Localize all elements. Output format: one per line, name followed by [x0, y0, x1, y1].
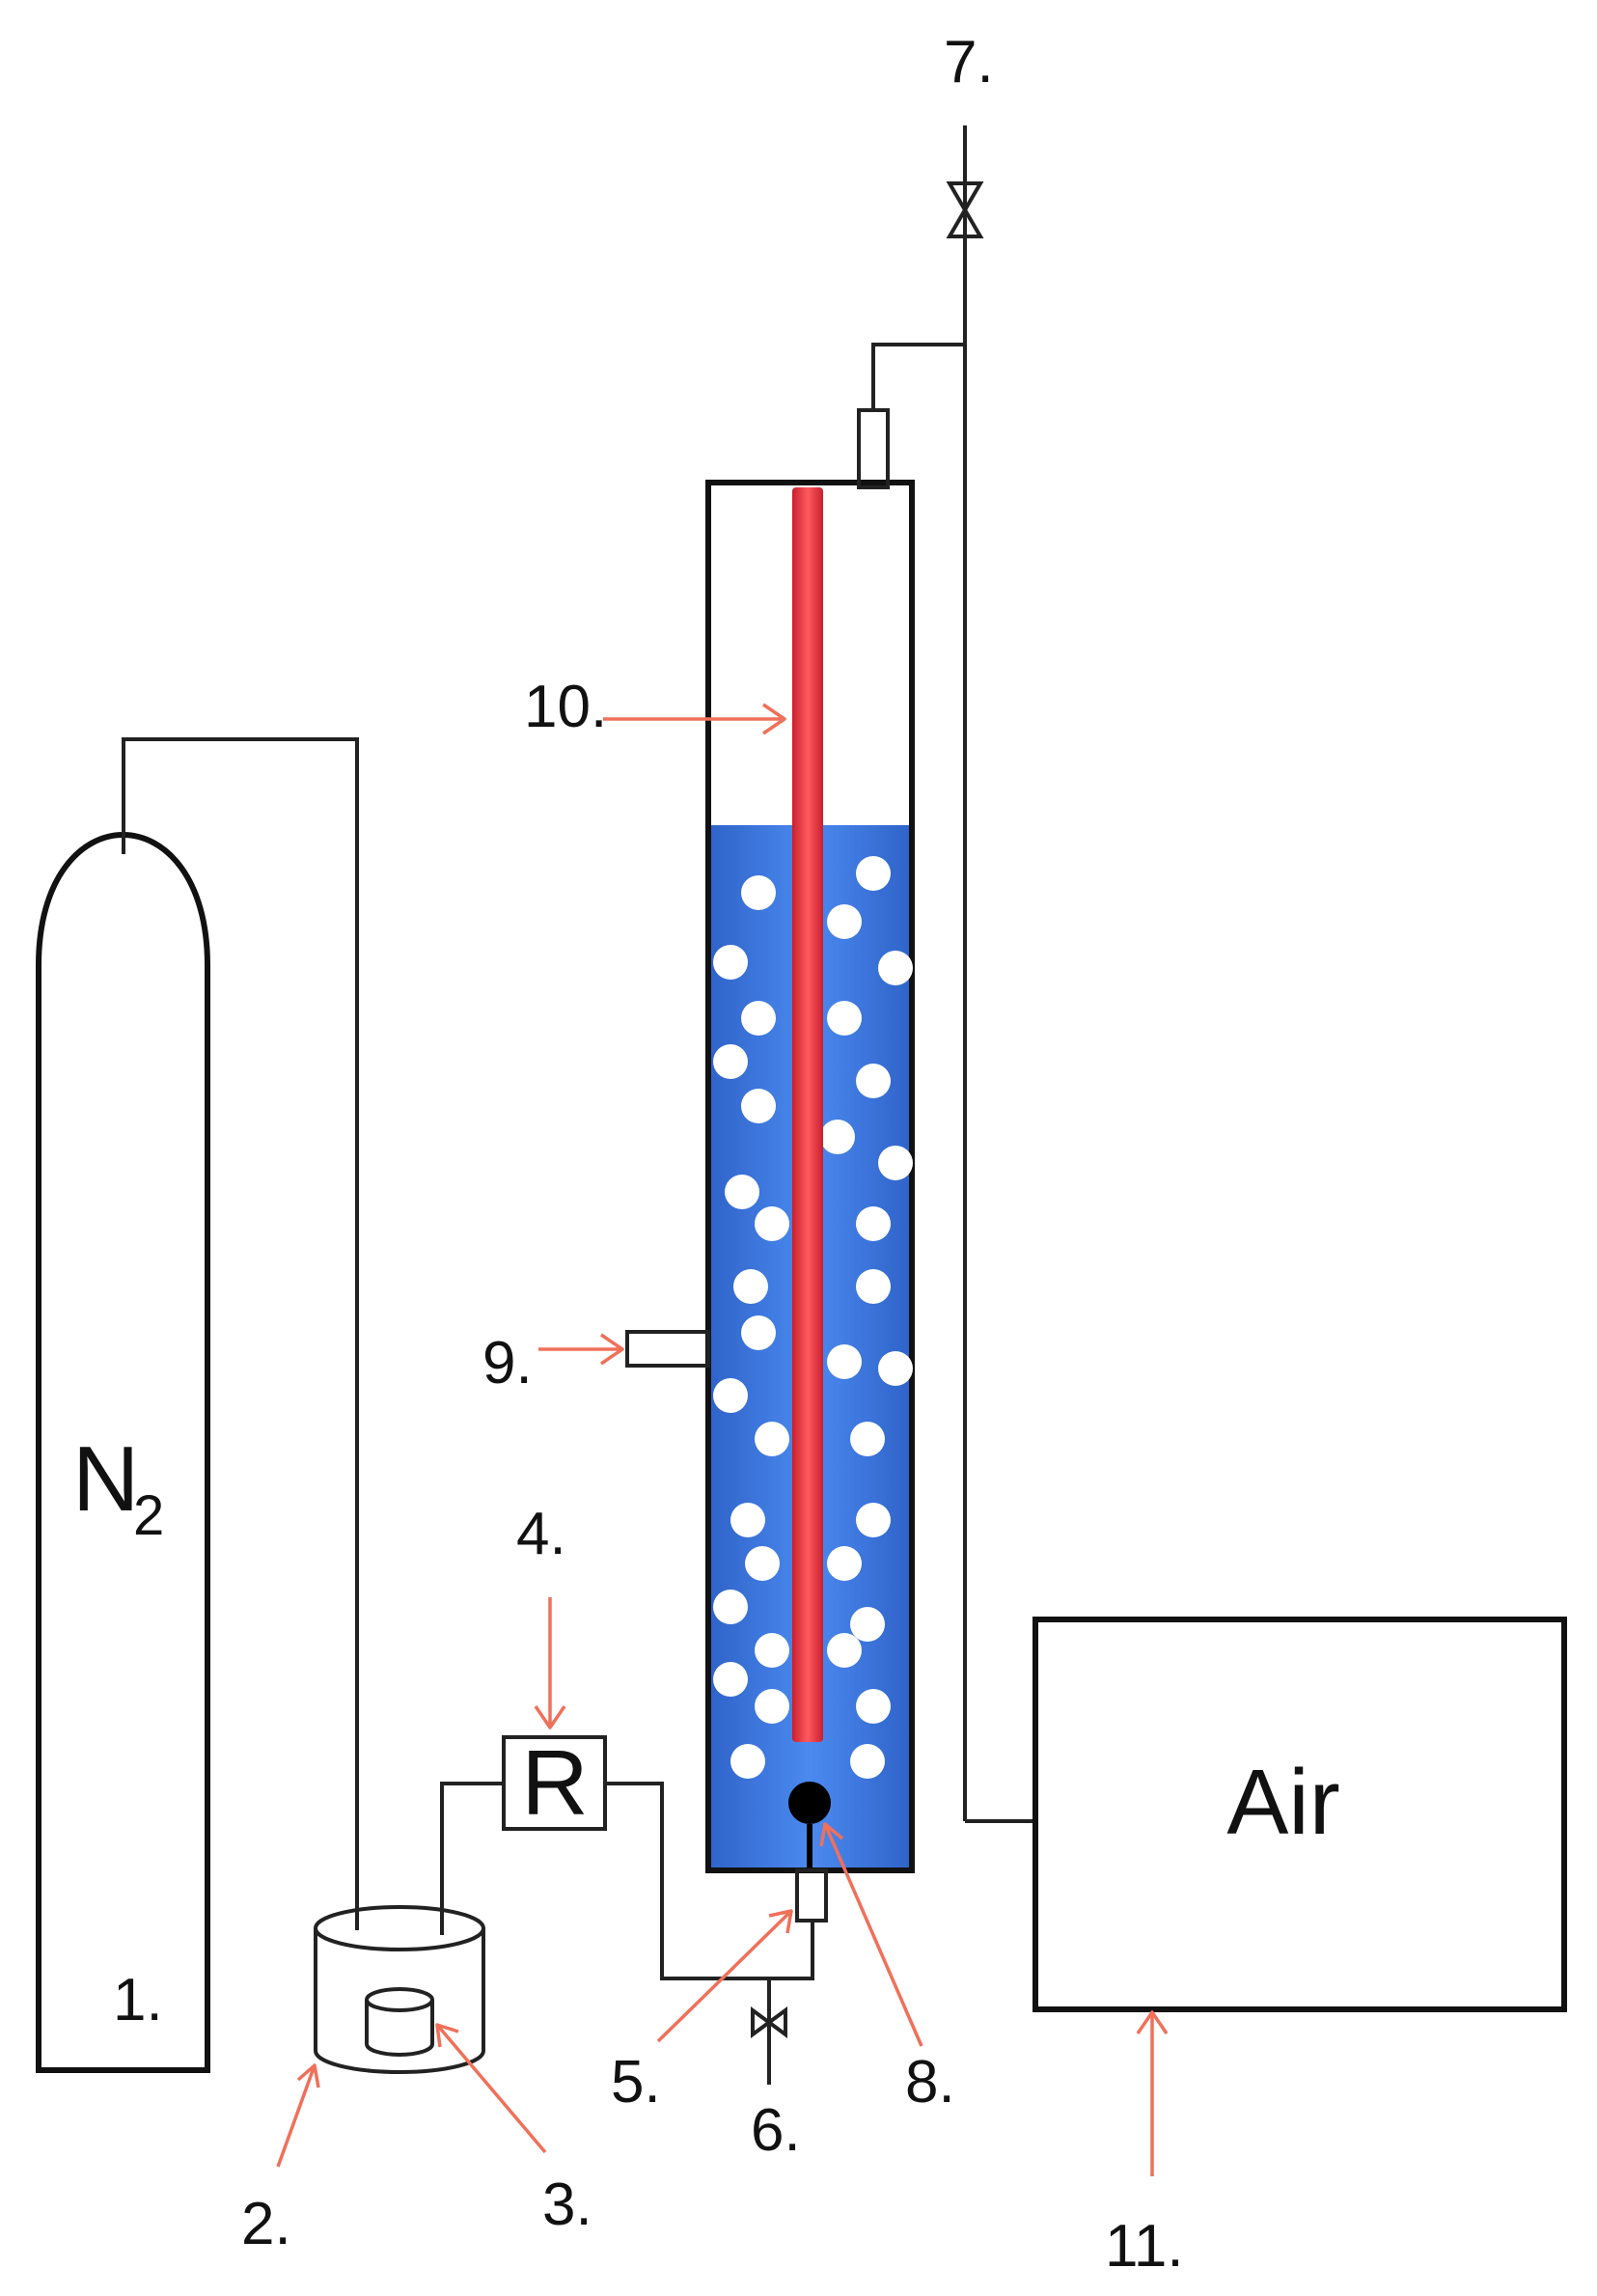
gas-bubble [713, 1662, 748, 1697]
heater-rod [792, 487, 823, 1742]
gas-bubble [856, 1269, 891, 1304]
gas-bubble [730, 1503, 765, 1537]
cylinder-formula: N [72, 1427, 139, 1531]
gas-bubble [755, 1633, 789, 1668]
label-arrows [276, 703, 1169, 2176]
humidifier-outlet-line [440, 1782, 504, 1935]
gas-bubble [850, 1607, 885, 1642]
gas-bubble [741, 1089, 776, 1123]
gas-bubble [741, 1001, 776, 1036]
gas-bubble [856, 1503, 891, 1537]
gas-bubble [713, 945, 748, 980]
label-1: 1. [113, 1967, 163, 2033]
rotameter: R [502, 1731, 607, 1835]
gas-bubble [741, 875, 776, 910]
nitrogen-cylinder: N 2 [36, 832, 210, 2073]
gas-bubble [755, 1206, 789, 1241]
gas-bubble [733, 1269, 768, 1304]
gas-bubble [827, 904, 862, 939]
label-7: 7. [944, 29, 994, 96]
cylinder-outlet-line [122, 737, 359, 1930]
gas-bubble [755, 1422, 789, 1456]
gas-bubble [713, 1590, 748, 1624]
label-11: 11. [1105, 2213, 1184, 2280]
vent-valve [946, 181, 984, 238]
gas-bubble [878, 951, 913, 985]
gas-bubble [745, 1546, 780, 1581]
label-10: 10. [524, 674, 607, 740]
inner-vessel [365, 1987, 434, 2057]
gas-bubble [713, 1044, 748, 1079]
humidifier-bath [314, 1905, 485, 2074]
callout-labels: 1. 2. 3. 4. 5. 6. 7. 8. 9. 10. 11. [113, 29, 1184, 2280]
gas-bubble [820, 1120, 855, 1154]
gas-bubble [856, 1689, 891, 1724]
gas-bubble [827, 1001, 862, 1036]
gas-bubble [755, 1689, 789, 1724]
label-6: 6. [751, 2097, 801, 2164]
gas-bubble [850, 1422, 885, 1456]
gas-bubble [827, 1344, 862, 1379]
outlet-line [871, 343, 965, 410]
gas-bubble [856, 856, 891, 891]
gas-bubble [827, 1633, 862, 1668]
label-9: 9. [482, 1330, 533, 1397]
gas-inlet-nozzle [795, 1868, 828, 1923]
gas-sparger [788, 1782, 831, 1867]
label-4: 4. [516, 1501, 566, 1567]
sampling-port [625, 1330, 710, 1368]
analyzer-label: Air [1226, 1751, 1339, 1854]
gas-bubble [741, 1315, 776, 1350]
gas-bubble [827, 1546, 862, 1581]
rotameter-outlet-line [605, 1782, 814, 1980]
rotameter-symbol: R [521, 1731, 588, 1835]
label-3: 3. [542, 2172, 592, 2238]
top-outlet-nozzle [857, 408, 890, 489]
air-analyzer: Air [1033, 1617, 1567, 2012]
label-8: 8. [905, 2049, 955, 2116]
gas-bubbles [713, 856, 913, 1779]
gas-bubble [878, 1351, 913, 1386]
gas-bubble [850, 1744, 885, 1779]
label-2: 2. [241, 2191, 291, 2257]
drain-valve [751, 1978, 787, 2085]
gas-bubble [856, 1206, 891, 1241]
gas-bubble [713, 1378, 748, 1413]
gas-bubble [730, 1744, 765, 1779]
label-5: 5. [611, 2049, 661, 2116]
gas-bubble [856, 1064, 891, 1098]
gas-bubble [878, 1146, 913, 1180]
gas-bubble [725, 1175, 759, 1209]
cylinder-formula-subscript: 2 [133, 1484, 164, 1547]
